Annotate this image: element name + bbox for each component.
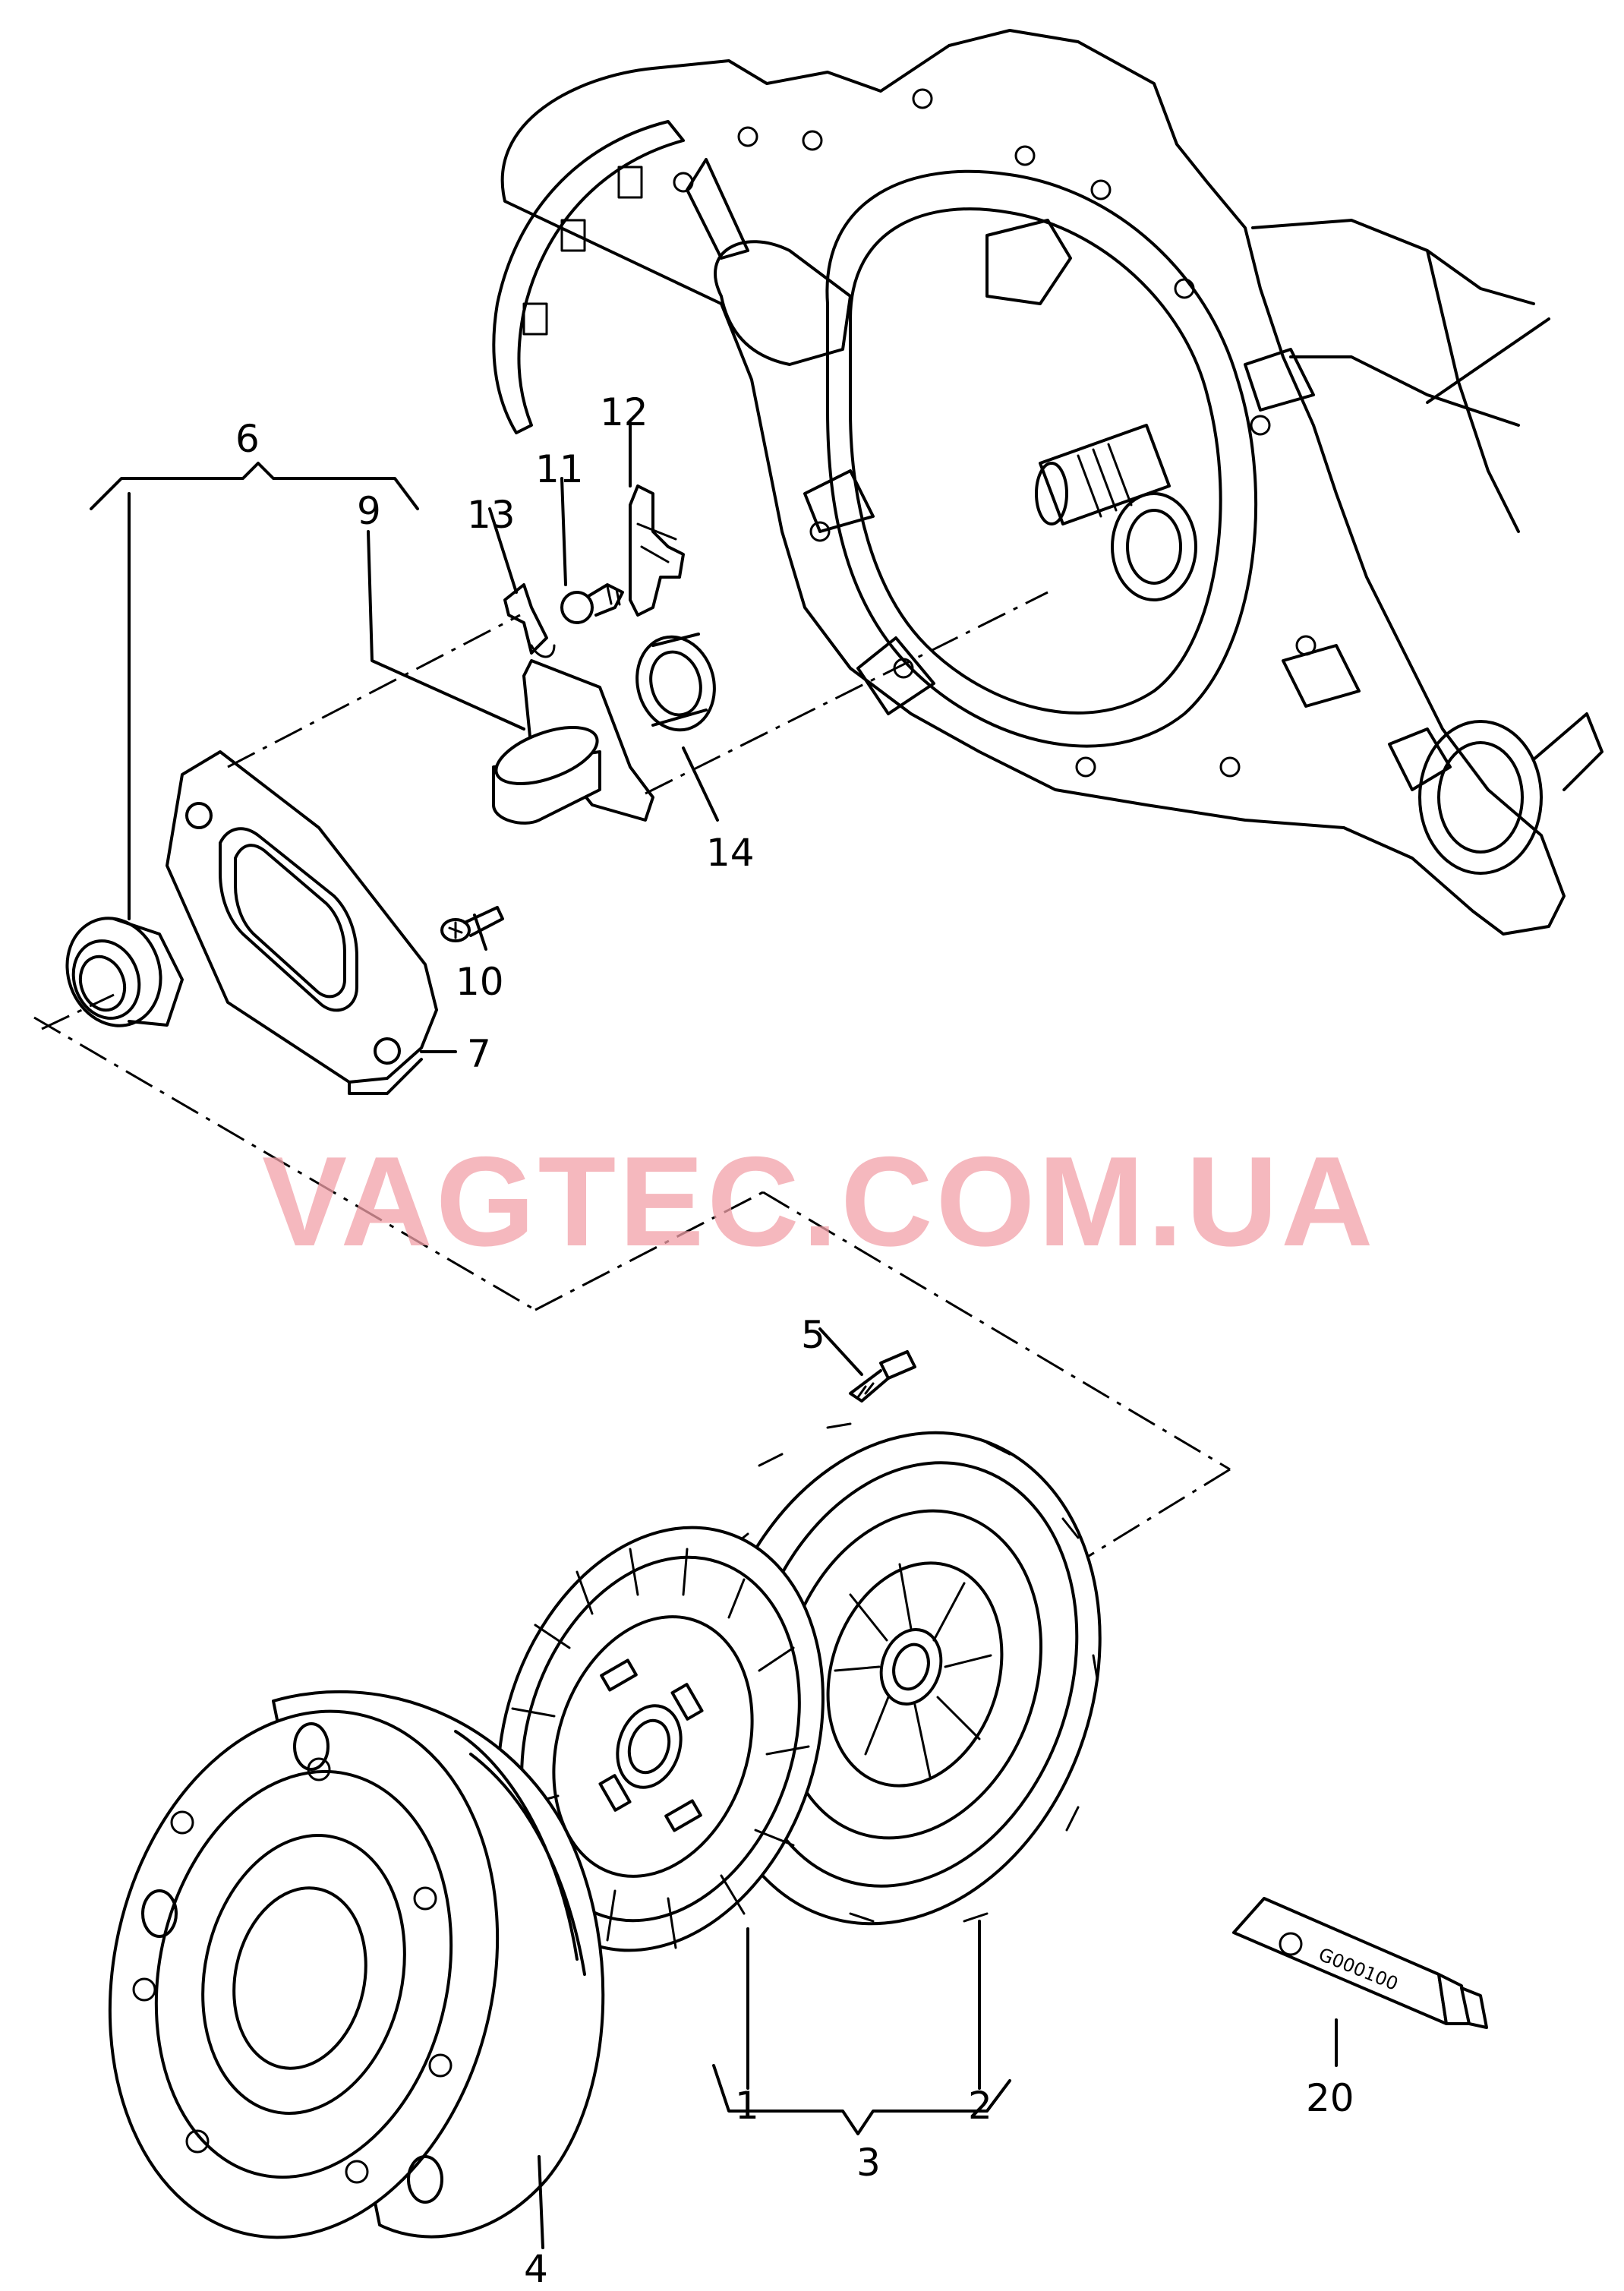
part-20-grease-tube: G000100 [1232, 1897, 1488, 2029]
callout-12: 12 [600, 390, 648, 434]
part-12-clip-lever [629, 484, 685, 617]
callout-9: 9 [357, 489, 381, 533]
part-1-clutch-disc [497, 1526, 825, 1952]
gearbox-housing [500, 29, 1604, 936]
part-10-screw [440, 906, 504, 942]
callout-11: 11 [535, 447, 584, 491]
callout-13: 13 [467, 493, 516, 537]
callout-14: 14 [706, 831, 755, 875]
part-9-guide-sleeve [492, 659, 654, 825]
part-11-ball-stud [560, 583, 624, 624]
input-shaft [1035, 424, 1197, 601]
part-7-fork-plate [166, 750, 438, 1095]
callout-10: 10 [456, 960, 504, 1004]
release-bearing [65, 917, 184, 1027]
watermark: VAGTEC.COM.UA [262, 1130, 1376, 1273]
bell-housing-rim [492, 120, 685, 434]
callout-7: 7 [467, 1032, 491, 1076]
callout-5: 5 [801, 1313, 825, 1357]
callout-3: 3 [856, 2141, 881, 2185]
leader-lines [90, 424, 1338, 2249]
callout-6: 6 [235, 417, 260, 461]
part-13-spring [503, 583, 556, 658]
callout-2: 2 [968, 2084, 992, 2128]
part-4-dual-mass-flywheel [108, 1690, 605, 2239]
callout-1: 1 [735, 2084, 759, 2128]
callout-20: 20 [1306, 2076, 1354, 2120]
part-14-seal [635, 633, 716, 732]
callout-4: 4 [524, 2247, 548, 2291]
axis-lines [33, 591, 1231, 1573]
callout-numbers: 6 9 13 11 12 14 10 7 5 1 2 3 4 20 [235, 390, 1354, 2291]
part-5-bolt [849, 1350, 916, 1403]
vw-logo-icon [1279, 1932, 1303, 1956]
